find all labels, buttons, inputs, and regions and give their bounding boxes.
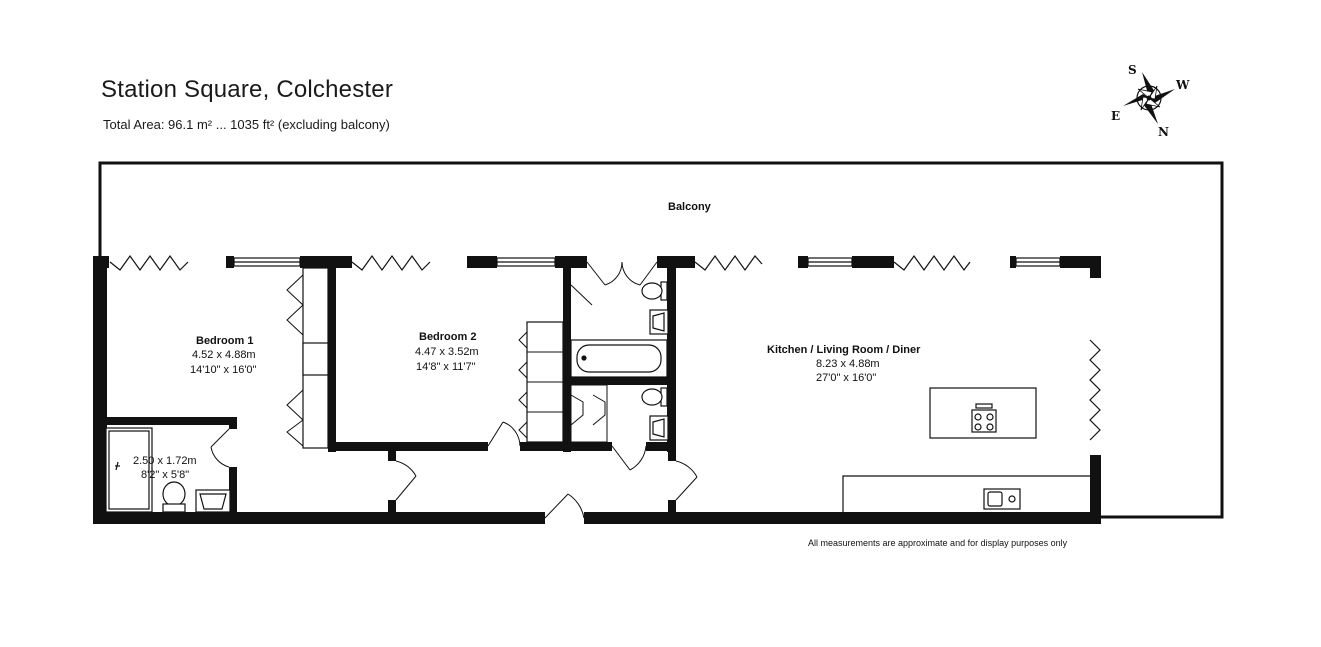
kitchen-fixtures bbox=[842, 387, 1090, 512]
bedroom1-imperial: 14'10" x 16'0" bbox=[190, 364, 257, 376]
bedroom2-metric: 4.47 x 3.52m bbox=[415, 346, 479, 358]
exterior-walls bbox=[93, 256, 1101, 524]
bedroom2-imperial: 14'8" x 11'7" bbox=[416, 361, 476, 373]
compass-north-label: N bbox=[1158, 125, 1169, 139]
kitchen-metric: 8.23 x 4.88m bbox=[816, 358, 880, 370]
bedroom1-name: Bedroom 1 bbox=[196, 335, 253, 347]
compass-south-label: S bbox=[1128, 63, 1137, 77]
windows bbox=[233, 257, 1061, 267]
ensuite-metric: 2.50 x 1.72m bbox=[133, 455, 197, 467]
compass-icon: S W E N bbox=[1111, 63, 1190, 139]
room-labels: Balcony Bedroom 1 4.52 x 4.88m 14'10" x … bbox=[133, 201, 921, 481]
bedroom1-metric: 4.52 x 4.88m bbox=[192, 349, 256, 361]
kitchen-name: Kitchen / Living Room / Diner bbox=[767, 344, 921, 356]
wardrobe-doors bbox=[286, 274, 608, 447]
bathroom-fixtures bbox=[105, 281, 669, 513]
ensuite-imperial: 8'2" x 5'8" bbox=[141, 469, 189, 481]
total-area-text: Total Area: 96.1 m² ... 1035 ft² (exclud… bbox=[103, 117, 390, 132]
balcony-outline bbox=[98, 161, 1224, 519]
door-swings bbox=[210, 261, 698, 519]
kitchen-imperial: 27'0" x 16'0" bbox=[816, 372, 876, 384]
balcony-label: Balcony bbox=[668, 201, 712, 213]
bedroom2-name: Bedroom 2 bbox=[419, 331, 476, 343]
compass-west-label: W bbox=[1175, 78, 1190, 92]
disclaimer-text: All measurements are approximate and for… bbox=[808, 538, 1068, 548]
compass-east-label: E bbox=[1111, 109, 1120, 123]
interior-walls bbox=[100, 256, 676, 519]
bifold-doors bbox=[109, 254, 1101, 441]
page-title: Station Square, Colchester bbox=[101, 76, 394, 103]
